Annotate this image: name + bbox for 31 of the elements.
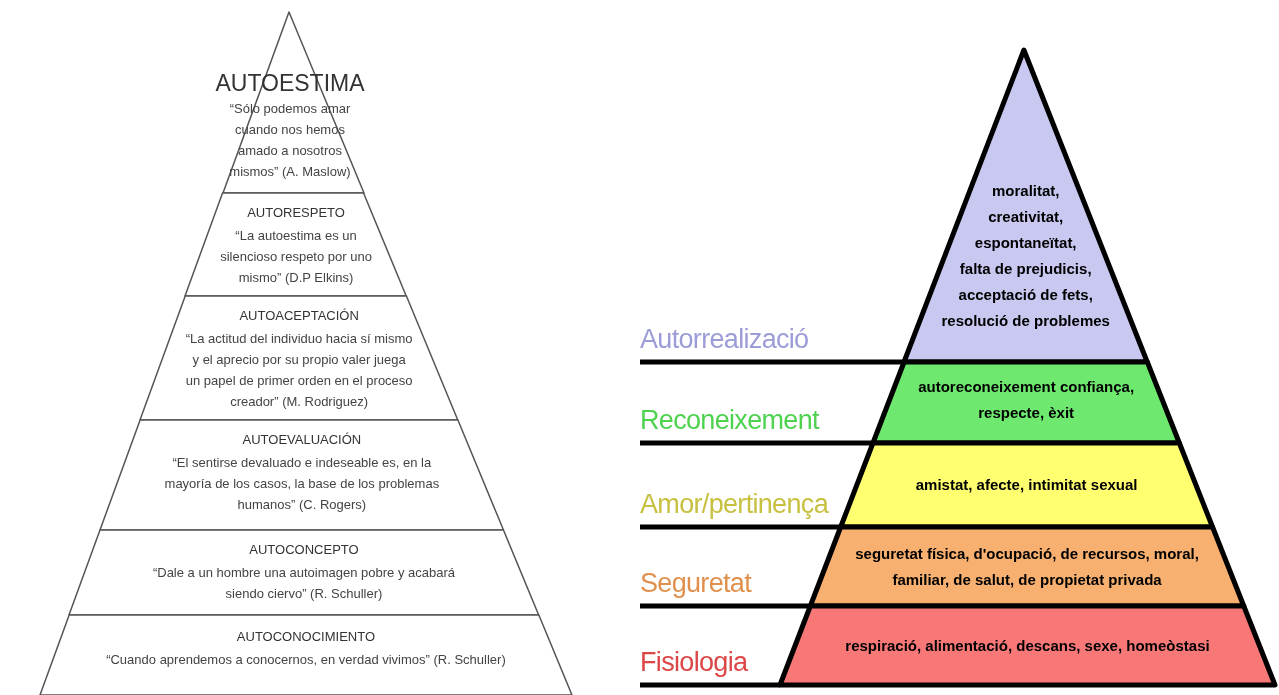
- quote-text: “La actitud del individuo hacia sí mismo y el aprecio por su propio valer juega un papel de primer orden en el proceso creador” (M. Rodriguez): [184, 330, 414, 411]
- tier-text: autoreconeixement confiança, respecte, èxit: [917, 377, 1136, 423]
- tier-heading: AUTOCONOCIMIENTO: [236, 628, 376, 646]
- pyramid-tier: [901, 50, 1151, 362]
- level-label: Seguretat: [640, 567, 751, 600]
- pyramid-tier: [214, 12, 366, 193]
- quote-text: “Dale a un hombre una autoimagen pobre y acabará siendo ciervo” (R. Schuller): [151, 564, 456, 603]
- level-label: Fisiologia: [640, 646, 748, 679]
- pyramid-tier: [638, 443, 1216, 527]
- tier-heading: AUTOEVALUACIÓN: [242, 431, 362, 449]
- tier-text: respiració, alimentació, descans, sexe, homeòstasi: [845, 635, 1210, 656]
- level-label: Reconeixement: [640, 404, 819, 437]
- pyramid-tier: [638, 527, 1247, 606]
- tier-text: amistat, afecte, intimitat sexual: [915, 475, 1138, 495]
- pyramid-tier: [638, 606, 1278, 685]
- pyramid-tier: [140, 296, 458, 420]
- quote-text: “El sentirse devaluado e indeseable es, en la mayoría de los casos, la base de los problemas humanos” (C. Rogers): [163, 454, 441, 514]
- level-label: Autorrealizació: [640, 323, 809, 356]
- tier-heading: AUTOCONCEPTO: [249, 541, 359, 559]
- pyramid-tier: [69, 530, 539, 615]
- tier-text: moralitat, creativitat, espontaneïtat, falta de prejudicis, acceptació de fets, resolució de problemes: [941, 181, 1110, 331]
- pyramid-tier: [185, 193, 407, 296]
- quote-text: “Cuando aprendemos a conocernos, en verdad vivimos” (R. Schuller): [106, 651, 506, 669]
- tier-text: seguretat física, d'ocupació, de recursos, moral, familiar, de salut, de propietat privada: [854, 543, 1200, 590]
- tier-heading: AUTORESPETO: [247, 204, 345, 222]
- quote-text: “La autoestima es un silencioso respeto por uno mismo” (D.P Elkins): [219, 227, 373, 287]
- tier-heading: AUTOACEPTACIÓN: [239, 307, 359, 325]
- pyramid-tier: [100, 420, 504, 530]
- pyramid-tier: [638, 362, 1183, 443]
- level-label: Amor/pertinença: [640, 488, 828, 521]
- pyramid-tier: [39, 615, 572, 695]
